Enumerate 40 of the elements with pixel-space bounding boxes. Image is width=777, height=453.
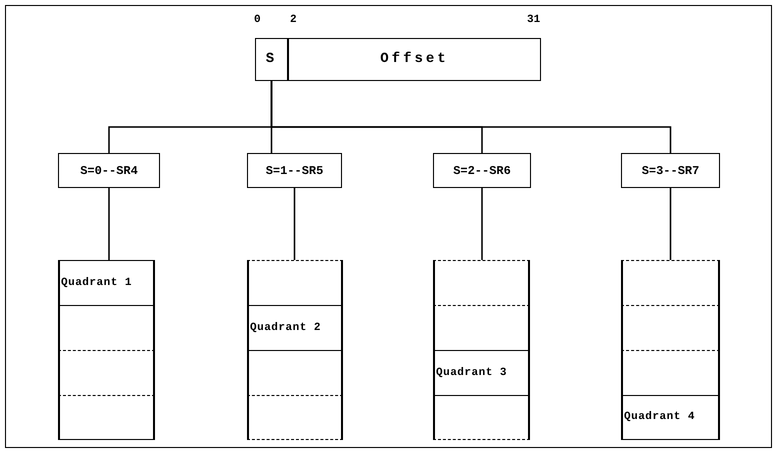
memory-segment bbox=[433, 260, 530, 305]
connector-line bbox=[670, 188, 672, 260]
field-label: Offset bbox=[380, 50, 449, 69]
register-box bbox=[433, 153, 531, 188]
memory-segment bbox=[247, 305, 343, 350]
connector-line bbox=[108, 188, 110, 260]
memory-segment bbox=[621, 350, 720, 395]
bit-number: 2 bbox=[290, 15, 297, 26]
memory-segment bbox=[247, 350, 343, 395]
memory-segment bbox=[621, 260, 720, 305]
register-box bbox=[247, 153, 342, 188]
memory-segment bbox=[433, 395, 530, 440]
field-label: S bbox=[266, 50, 278, 69]
bit-number: 31 bbox=[527, 15, 540, 26]
address-field bbox=[255, 38, 288, 81]
quadrant-label: Quadrant 1 bbox=[61, 276, 132, 291]
register-label: S=3--SR7 bbox=[642, 162, 700, 180]
quadrant-label: Quadrant 3 bbox=[436, 366, 508, 381]
connector-line bbox=[270, 81, 672, 153]
register-label: S=0--SR4 bbox=[80, 162, 138, 180]
connector-line bbox=[294, 188, 296, 260]
register-label: S=2--SR6 bbox=[453, 162, 511, 180]
memory-segment bbox=[58, 260, 155, 305]
memory-segment bbox=[58, 305, 155, 350]
quadrant-label: Quadrant 4 bbox=[624, 410, 696, 426]
connector-line bbox=[481, 188, 483, 260]
memory-segment bbox=[247, 395, 343, 440]
register-box bbox=[621, 153, 720, 188]
register-label: S=1--SR5 bbox=[266, 162, 324, 180]
memory-segment bbox=[621, 305, 720, 350]
memory-segment bbox=[433, 305, 530, 350]
quadrant-label: Quadrant 2 bbox=[250, 320, 322, 336]
memory-segment bbox=[621, 395, 720, 440]
address-field bbox=[288, 38, 541, 81]
memory-segment bbox=[58, 350, 155, 395]
memory-segment bbox=[247, 260, 343, 305]
memory-segment bbox=[58, 395, 155, 440]
register-box bbox=[58, 153, 160, 188]
bit-number: 0 bbox=[254, 15, 261, 26]
memory-segment bbox=[433, 350, 530, 395]
